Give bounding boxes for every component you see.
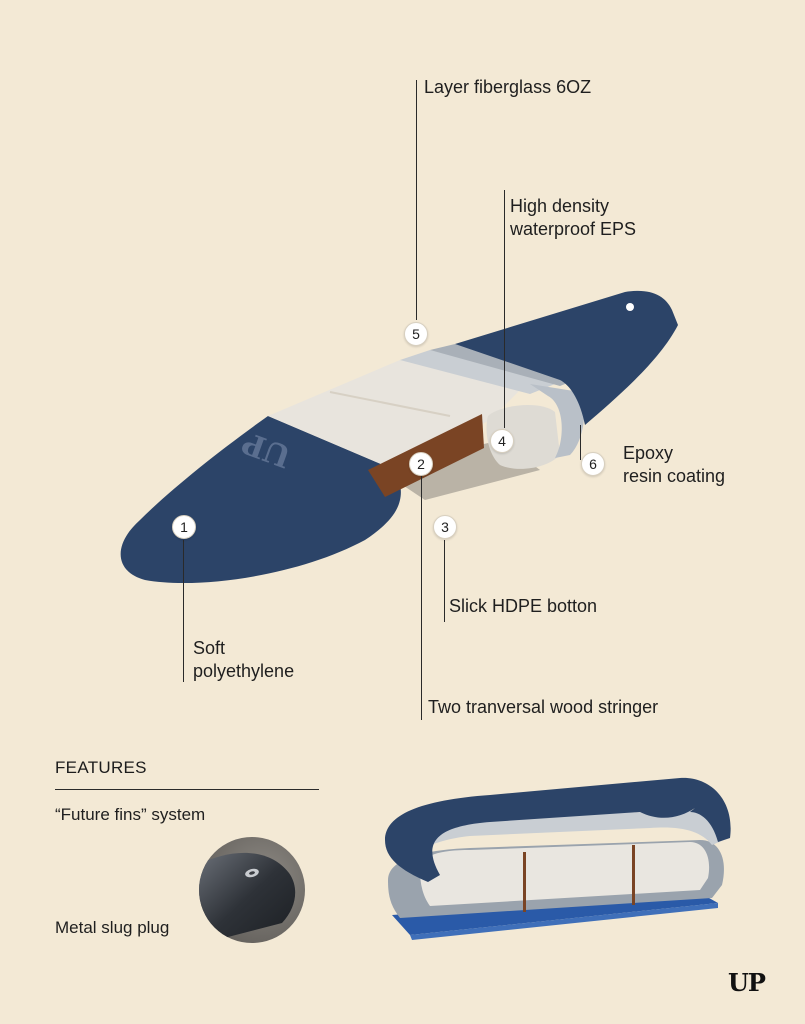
leader-line-3	[444, 540, 445, 622]
callout-badge-2: 2	[409, 452, 433, 476]
tail-soft-deck	[455, 290, 678, 425]
leader-line-1	[183, 540, 184, 682]
callout-badge-3: 3	[433, 515, 457, 539]
callout-label-polyethylene-text: Soft polyethylene	[193, 638, 295, 681]
callout-badge-6: 6	[581, 452, 605, 476]
leader-line-2	[421, 474, 422, 720]
epoxy-layer-right	[530, 384, 585, 458]
section-foam-core	[420, 842, 710, 906]
metal-plug-photo	[199, 837, 305, 943]
callout-label-epoxy: Epoxy resin coating	[623, 442, 725, 488]
fiberglass-band-2	[430, 344, 580, 386]
section-stringer-1	[523, 852, 526, 912]
features-divider	[55, 789, 319, 790]
section-bottom-edge	[410, 903, 718, 940]
callout-badge-4: 4	[490, 429, 514, 453]
surfboard-exploded-diagram: UP	[120, 290, 678, 584]
callout-badge-1: 1	[172, 515, 196, 539]
leader-line-6	[580, 425, 581, 460]
callout-label-stringer: Two tranversal wood stringer	[428, 697, 659, 717]
leader-line-4	[504, 190, 505, 428]
section-soft-top	[385, 777, 731, 882]
features-title: FEATURES	[55, 758, 147, 777]
leash-plug	[626, 303, 634, 311]
callout-label-epoxy-text: Epoxy resin coating	[623, 443, 726, 486]
nose-soft-deck	[120, 416, 401, 584]
leader-line-5	[416, 80, 417, 320]
eps-foam-core	[268, 360, 530, 470]
section-stringer-2	[632, 845, 635, 905]
feature-future-fins: “Future fins” system	[55, 805, 206, 824]
callout-label-fiberglass: Layer fiberglass 6OZ	[424, 77, 592, 97]
callout-badge-5: 5	[404, 322, 428, 346]
callout-label-hdpe: Slick HDPE botton	[449, 596, 598, 616]
callout-label-eps: High density waterproof EPS	[510, 195, 636, 241]
callout-label-eps-text: High density waterproof EPS	[510, 196, 637, 239]
callout-label-polyethylene: Soft polyethylene	[193, 637, 294, 683]
foam-deck-seam	[329, 391, 451, 417]
brand-logo: UP	[728, 968, 766, 997]
section-hdpe-bottom	[392, 893, 718, 935]
fiberglass-band-1	[400, 350, 560, 394]
feature-metal-slug-plug: Metal slug plug	[55, 918, 170, 937]
